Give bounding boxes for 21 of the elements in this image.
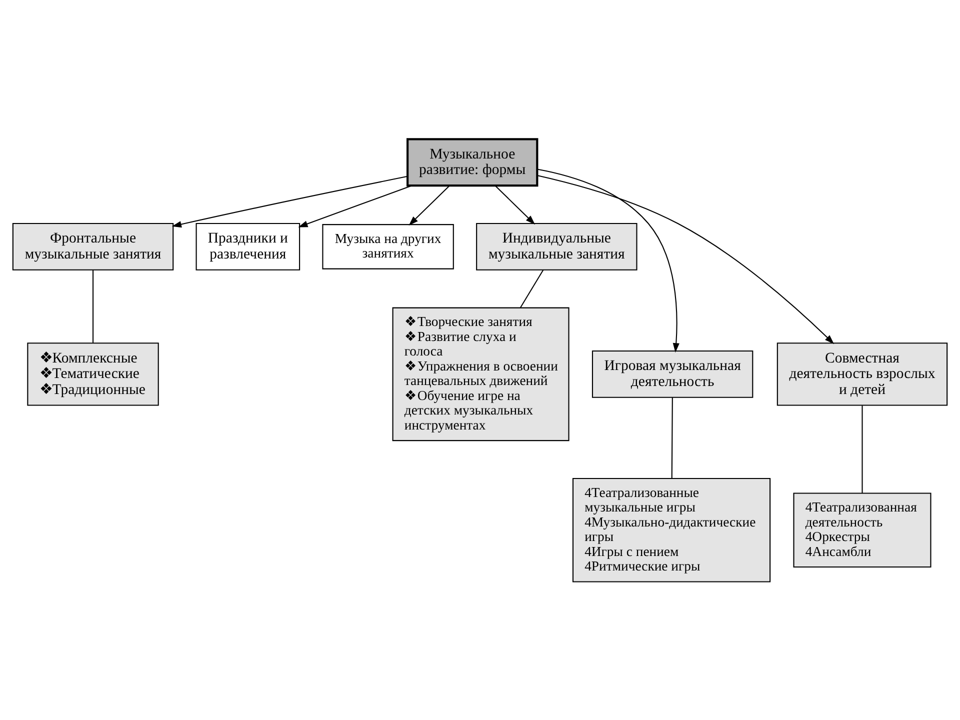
connector bbox=[671, 397, 673, 478]
node-box: Праздники и развлечения bbox=[196, 222, 300, 270]
arrow bbox=[495, 185, 536, 224]
connector bbox=[520, 269, 544, 308]
node-box: 4Театрализованные музыкальные игры 4Музыкально-дидактические игры 4Игры с пением 4Ритмические игры bbox=[572, 478, 771, 582]
arrow bbox=[537, 168, 680, 352]
node-box: ❖Комплексные ❖Тематические ❖Традиционные bbox=[27, 342, 159, 406]
node-box: Индивидуальные музыкальные занятия bbox=[476, 222, 638, 270]
arrow bbox=[172, 175, 408, 228]
arrow bbox=[537, 174, 834, 344]
node-box: Игровая музыкальная деятельность bbox=[592, 350, 754, 398]
arrow bbox=[408, 185, 450, 225]
arrow bbox=[298, 184, 412, 227]
node-box: 4Театрализованная деятельность 4Оркестры 4Ансамбли bbox=[793, 492, 932, 568]
connector bbox=[862, 405, 863, 493]
node-box: Музыкальное развитие: формы bbox=[406, 138, 538, 186]
connector bbox=[92, 269, 94, 342]
node-box: Музыка на других занятиях bbox=[322, 224, 454, 269]
node-box: ❖Творческие занятия ❖Развитие слуха и голоса ❖Упражнения в освоении танцевальных движений ❖Обучение игре на детских музыкальных инструментах bbox=[392, 306, 570, 441]
node-box: Совместная деятельность взрослых и детей bbox=[776, 342, 948, 406]
node-box: Фронтальные музыкальные занятия bbox=[12, 222, 174, 270]
